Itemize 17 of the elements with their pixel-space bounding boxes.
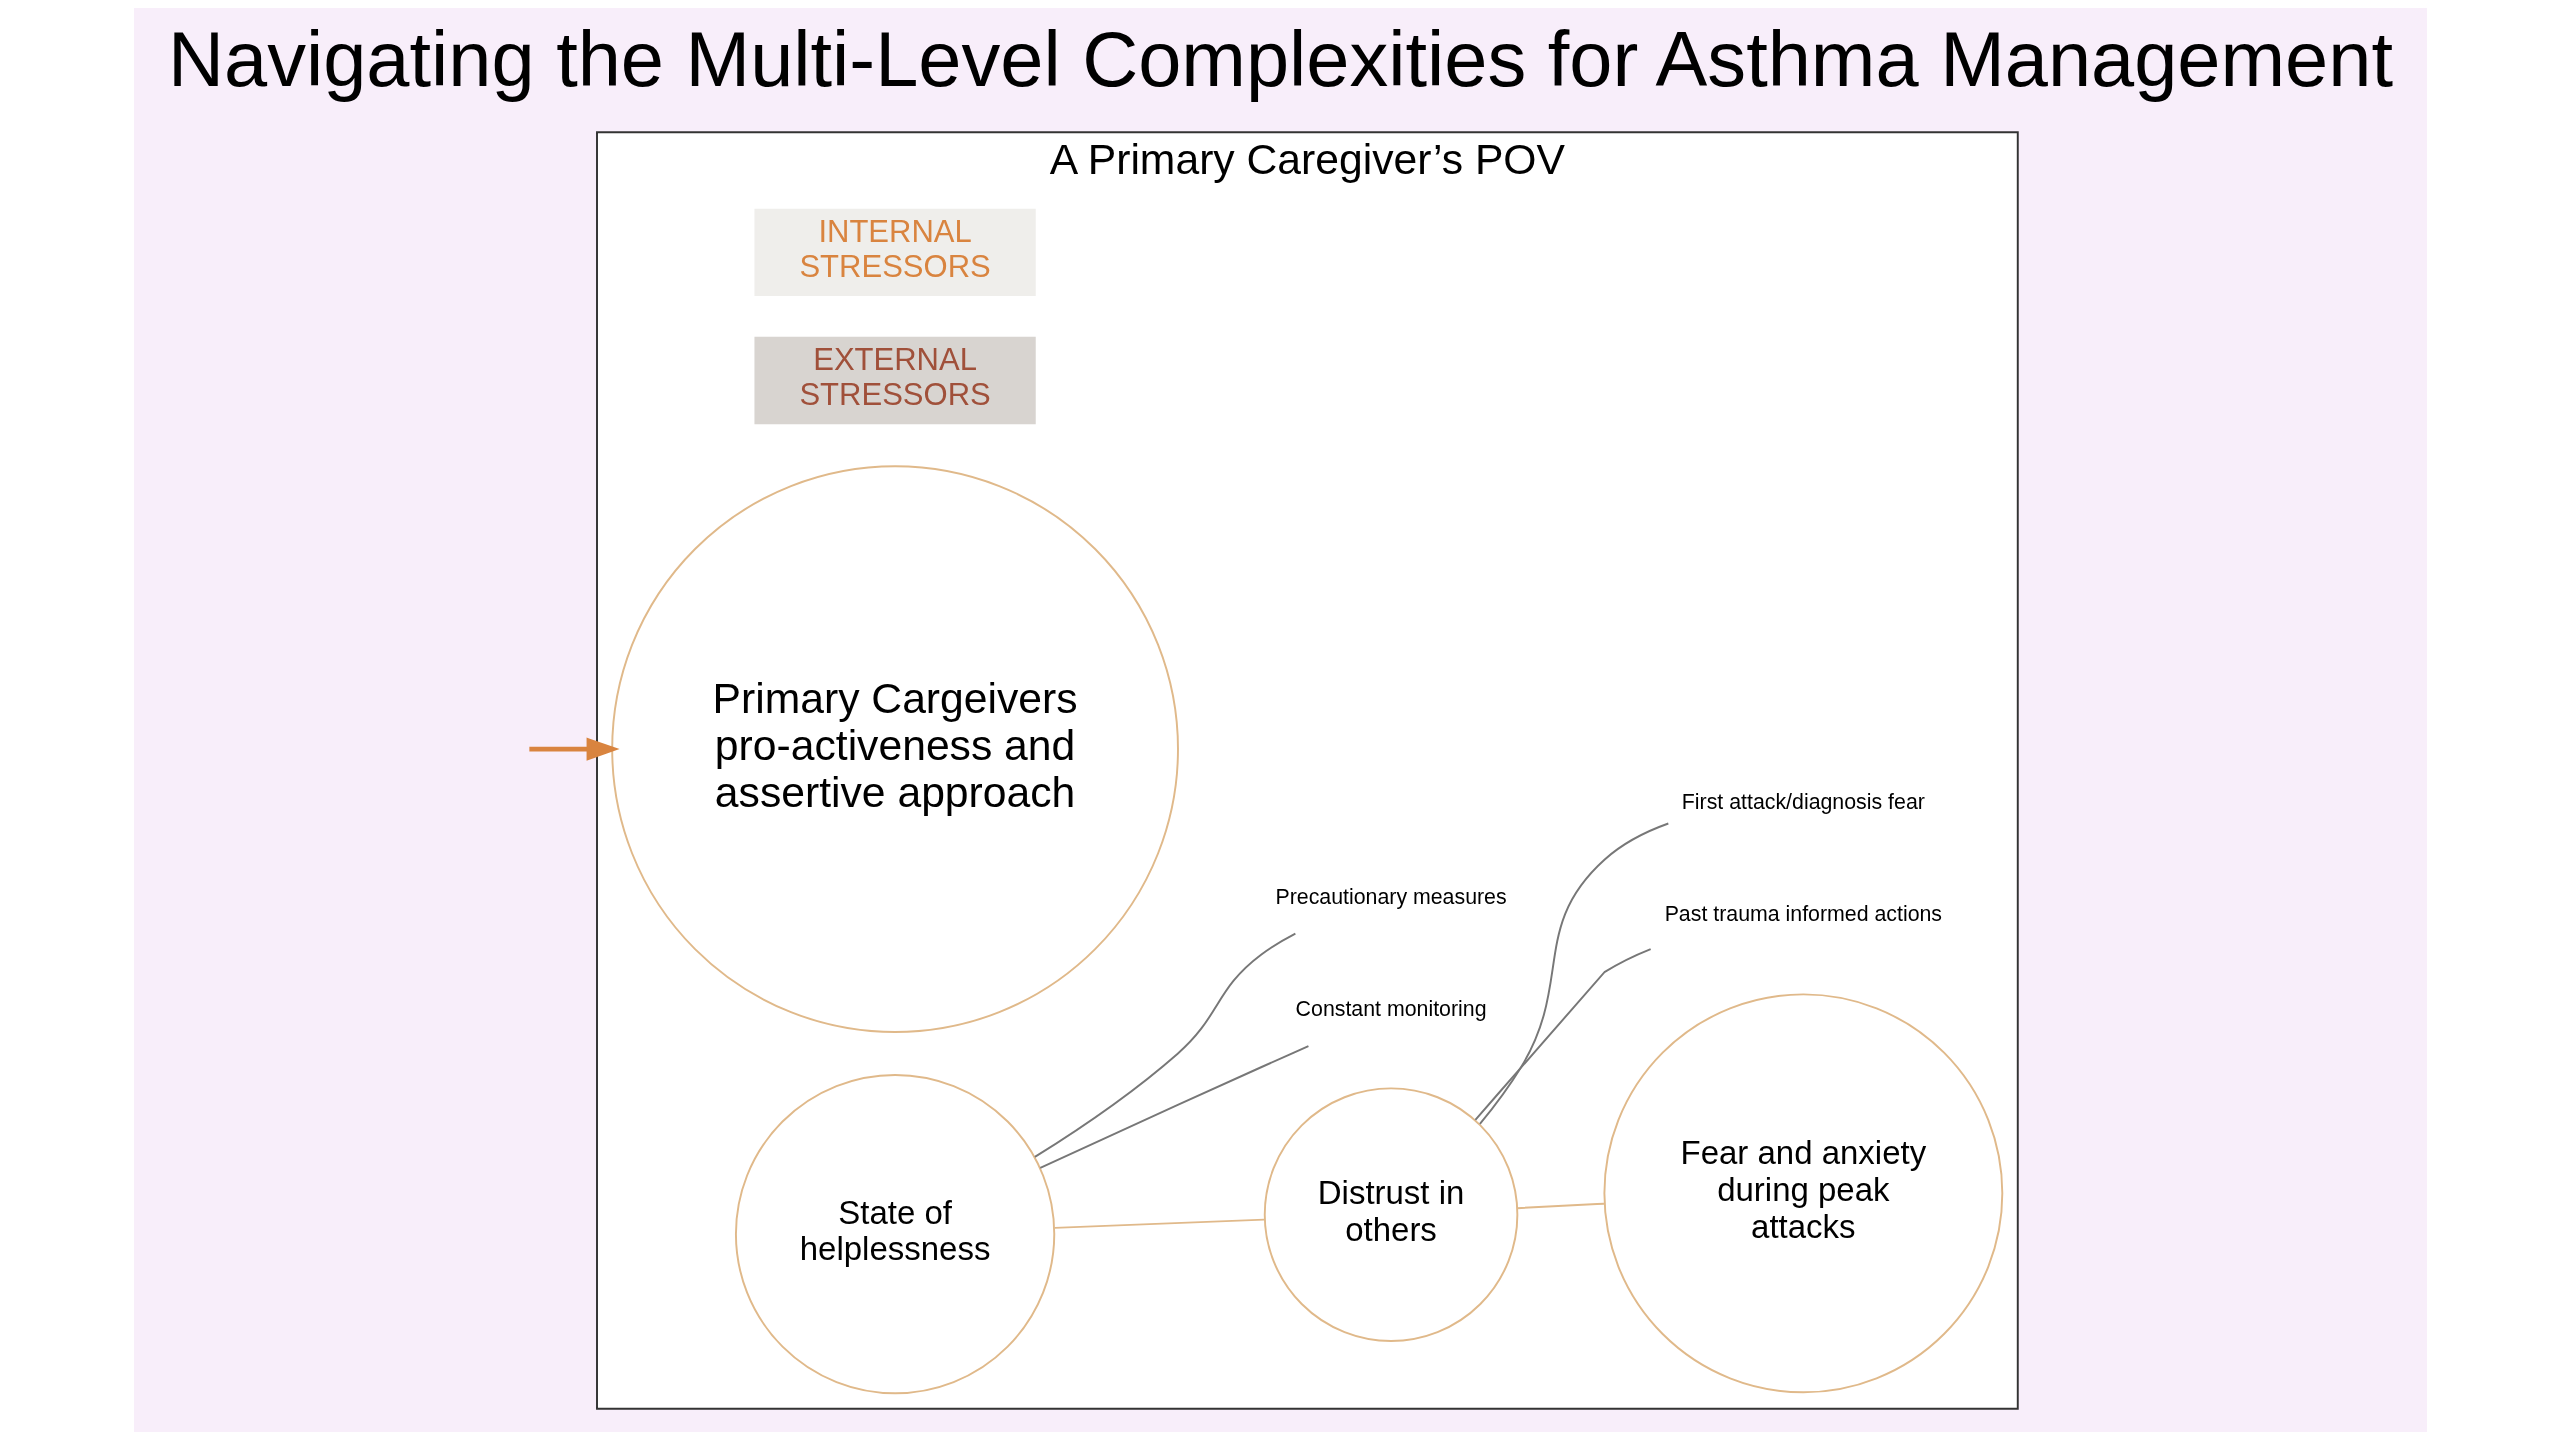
- node-text: Past trauma informed actions: [1664, 902, 1942, 927]
- node-text: First attack/diagnosis fear: [1681, 789, 1925, 814]
- connector: [1033, 932, 1296, 1158]
- connector: [1053, 1218, 1265, 1229]
- connector: [1038, 1045, 1309, 1169]
- node-circle: Distrust in others: [1263, 1087, 1518, 1342]
- connector: [1478, 822, 1669, 1125]
- node-circle: Primary Cargeivers pro-activeness and assertive approach: [610, 465, 1179, 1033]
- node-text: Precautionary measures: [1274, 884, 1507, 909]
- node-circle: Fear and anxiety during peak attacks: [1602, 993, 2003, 1394]
- node-circle: State of helplessness: [734, 1073, 1055, 1395]
- arrow: [528, 737, 620, 761]
- connector: [1515, 1202, 1605, 1210]
- node-box: EXTERNAL STRESSORS: [753, 336, 1036, 425]
- diagram-title: Navigating the Multi-Level Complexities for Asthma Management: [167, 15, 2393, 102]
- connector: [1473, 948, 1652, 1121]
- node-text: Constant monitoring: [1295, 997, 1486, 1022]
